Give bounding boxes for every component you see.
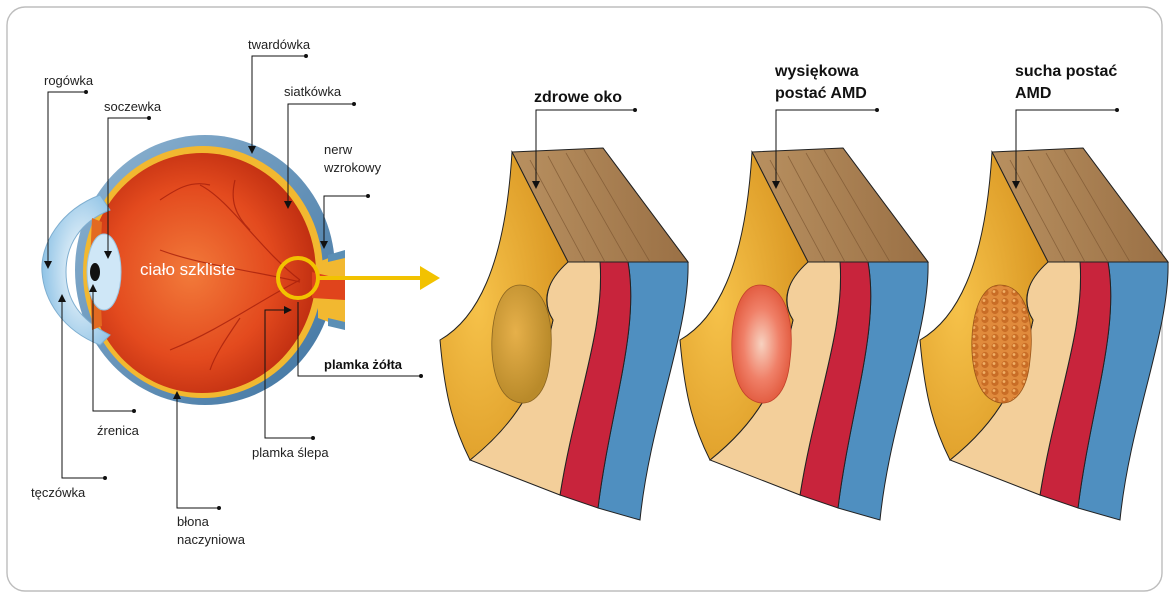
- panel-title-dry-line1: sucha postać: [1015, 61, 1117, 83]
- label-blona-line1: błona: [177, 514, 209, 530]
- label-nerw-line1: nerw: [324, 142, 352, 158]
- label-plamka-zolta: plamka żółta: [324, 357, 402, 373]
- panel-title-wet-line2: postać AMD: [775, 83, 867, 105]
- label-zrenica: źrenica: [97, 423, 139, 439]
- panel-title-wet-line1: wysiękowa: [775, 61, 859, 83]
- label-rogowka: rogówka: [44, 73, 93, 89]
- label-plamka-slepa: plamka ślepa: [252, 445, 329, 461]
- label-blona-line2: naczyniowa: [177, 532, 245, 548]
- label-soczewka: soczewka: [104, 99, 161, 115]
- label-twardowka: twardówka: [248, 37, 310, 53]
- label-cialo-szkliste: ciało szkliste: [140, 262, 235, 278]
- label-nerw-line2: wzrokowy: [324, 160, 381, 176]
- panel-title-dry-line2: AMD: [1015, 83, 1051, 105]
- label-siatkowka: siatkówka: [284, 84, 341, 100]
- label-teczowka: tęczówka: [31, 485, 85, 501]
- panel-title-healthy: zdrowe oko: [534, 87, 622, 109]
